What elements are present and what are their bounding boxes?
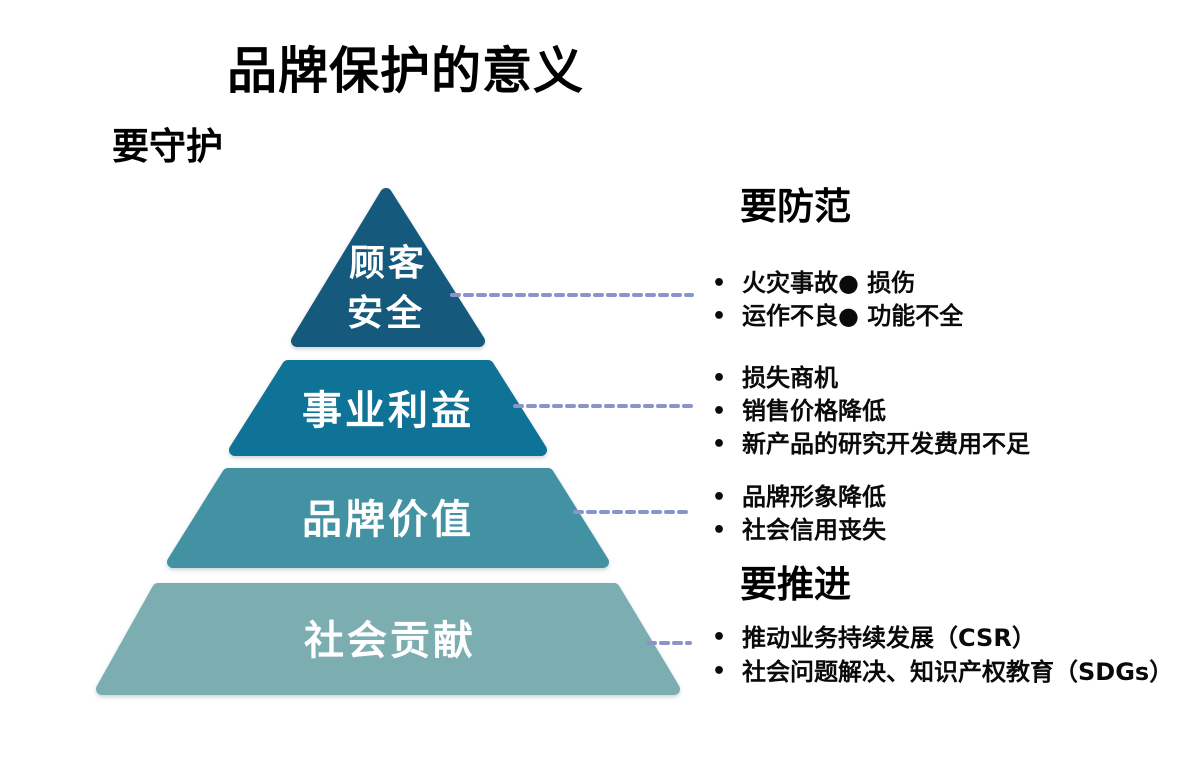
pyramid-level-4-label: 社会贡献	[304, 618, 476, 664]
bullet-item: 损失商机	[706, 362, 1186, 395]
promote-list: 推动业务持续发展（CSR） 社会问题解决、知识产权教育（SDGs）	[706, 621, 1186, 689]
bullet-item: 社会信用丧失	[706, 514, 1186, 547]
prevent-list-level-1: 火灾事故● 损伤 运作不良● 功能不全	[706, 267, 1186, 333]
pyramid-level-1-label-line-1: 顾客	[349, 243, 427, 284]
bullet-item: 社会问题解决、知识产权教育（SDGs）	[706, 655, 1186, 689]
pyramid-level-2-label: 事业利益	[302, 388, 474, 434]
pyramid-level-3-shape	[167, 468, 609, 568]
pyramid-level-4-shape	[96, 583, 680, 695]
prevent-heading: 要防范	[740, 185, 851, 228]
prevent-list-level-3: 品牌形象降低 社会信用丧失	[706, 481, 1186, 547]
pyramid-level-3-label: 品牌价值	[302, 497, 474, 543]
bullet-item: 品牌形象降低	[706, 481, 1186, 514]
bullet-item: 新产品的研究开发费用不足	[706, 428, 1186, 461]
bullet-item: 运作不良● 功能不全	[706, 300, 1186, 333]
pyramid-level-1-label-line-2: 安全	[347, 292, 425, 334]
bullet-item: 推动业务持续发展（CSR）	[706, 621, 1186, 655]
pyramid-level-2-shape	[229, 360, 547, 456]
bullet-item: 销售价格降低	[706, 395, 1186, 428]
bullet-item: 火灾事故● 损伤	[706, 267, 1186, 300]
guard-heading: 要守护	[112, 125, 223, 168]
pyramid-level-1-shape	[291, 188, 485, 347]
page-title: 品牌保护的意义	[227, 42, 584, 100]
prevent-list-level-2: 损失商机 销售价格降低 新产品的研究开发费用不足	[706, 362, 1186, 461]
promote-heading: 要推进	[740, 563, 851, 606]
